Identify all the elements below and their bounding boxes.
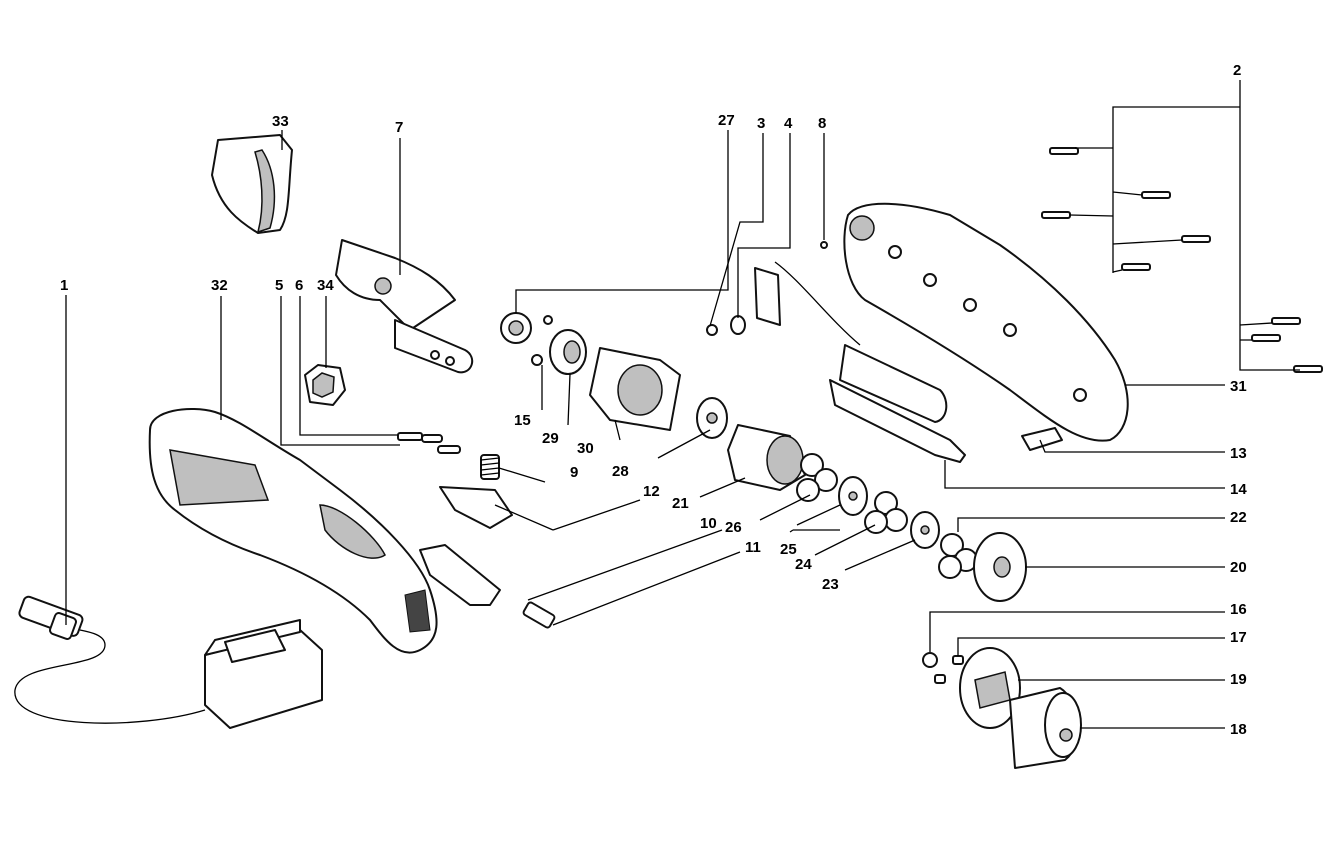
- callout-20: 20: [1230, 559, 1247, 576]
- callout-4: 4: [784, 115, 793, 132]
- callout-33: 33: [272, 113, 289, 130]
- part-hex-nut: [304, 364, 346, 406]
- part-pin: [531, 354, 543, 366]
- callout-23: 23: [822, 576, 839, 593]
- callout-3: 3: [757, 115, 765, 132]
- part-lever: [1021, 427, 1063, 451]
- callout-7: 7: [395, 119, 403, 136]
- part-motor-mount: [959, 647, 1021, 729]
- part-plate: [696, 397, 728, 439]
- callout-19: 19: [1230, 671, 1247, 688]
- callout-14: 14: [1230, 481, 1247, 498]
- callout-29: 29: [542, 430, 559, 447]
- callout-13: 13: [1230, 445, 1247, 462]
- part-cap: [211, 134, 293, 234]
- part-screw-and-pins: [397, 432, 461, 454]
- part-housing-left: [148, 408, 438, 654]
- part-spring-small: [480, 454, 500, 480]
- callout-17: 17: [1230, 629, 1247, 646]
- part-planet-gears-stage2: [864, 491, 908, 534]
- callout-34: 34: [317, 277, 334, 294]
- callout-16: 16: [1230, 601, 1247, 618]
- part-planet-gears-stage1: [796, 453, 838, 502]
- part-planet-gears-stage3: [938, 533, 978, 579]
- leader-lines: [65, 80, 1300, 729]
- part-blade-assembly: [335, 239, 474, 374]
- part-ring-gear: [727, 424, 806, 491]
- callout-1: 1: [60, 277, 68, 294]
- callout-10: 10: [700, 515, 717, 532]
- callout-18: 18: [1230, 721, 1247, 738]
- callout-11: 11: [745, 539, 761, 556]
- callout-30: 30: [577, 440, 594, 457]
- callout-8: 8: [818, 115, 826, 132]
- part-nut-washer-bracket: [706, 267, 781, 336]
- part-carrier: [838, 476, 868, 516]
- callout-31: 31: [1230, 378, 1247, 395]
- part-motor: [1009, 687, 1082, 769]
- callout-25: 25: [780, 541, 797, 558]
- callout-9: 9: [570, 464, 578, 481]
- part-latch: [439, 486, 513, 529]
- callout-6: 6: [295, 277, 303, 294]
- part-charger: [14, 595, 323, 729]
- callout-2: 2: [1233, 62, 1241, 79]
- part-gear-small: [500, 312, 553, 344]
- callout-28: 28: [612, 463, 629, 480]
- callout-26: 26: [725, 519, 742, 536]
- part-gear-housing: [589, 347, 681, 431]
- callout-24: 24: [795, 556, 812, 573]
- callout-12: 12: [643, 483, 660, 500]
- part-bearing: [549, 329, 587, 375]
- part-washer: [973, 532, 1027, 602]
- part-housing-right: [843, 202, 1129, 442]
- part-spring-long: [522, 601, 556, 629]
- part-lock-slider: [419, 544, 501, 606]
- part-small-pins: [922, 652, 964, 684]
- callout-15: 15: [514, 412, 531, 429]
- callout-numbers: 1 2 3 4 5 6 7 8 9 10 11 12 13 14 15 16 1…: [60, 62, 1247, 738]
- part-screws: [1041, 147, 1323, 373]
- callout-27: 27: [718, 112, 735, 129]
- part-battery-and-wire: [774, 241, 966, 463]
- callout-21: 21: [672, 495, 689, 512]
- callout-32: 32: [211, 277, 228, 294]
- callout-22: 22: [1230, 509, 1247, 526]
- part-carrier-stage2: [910, 511, 940, 549]
- callout-5: 5: [275, 277, 283, 294]
